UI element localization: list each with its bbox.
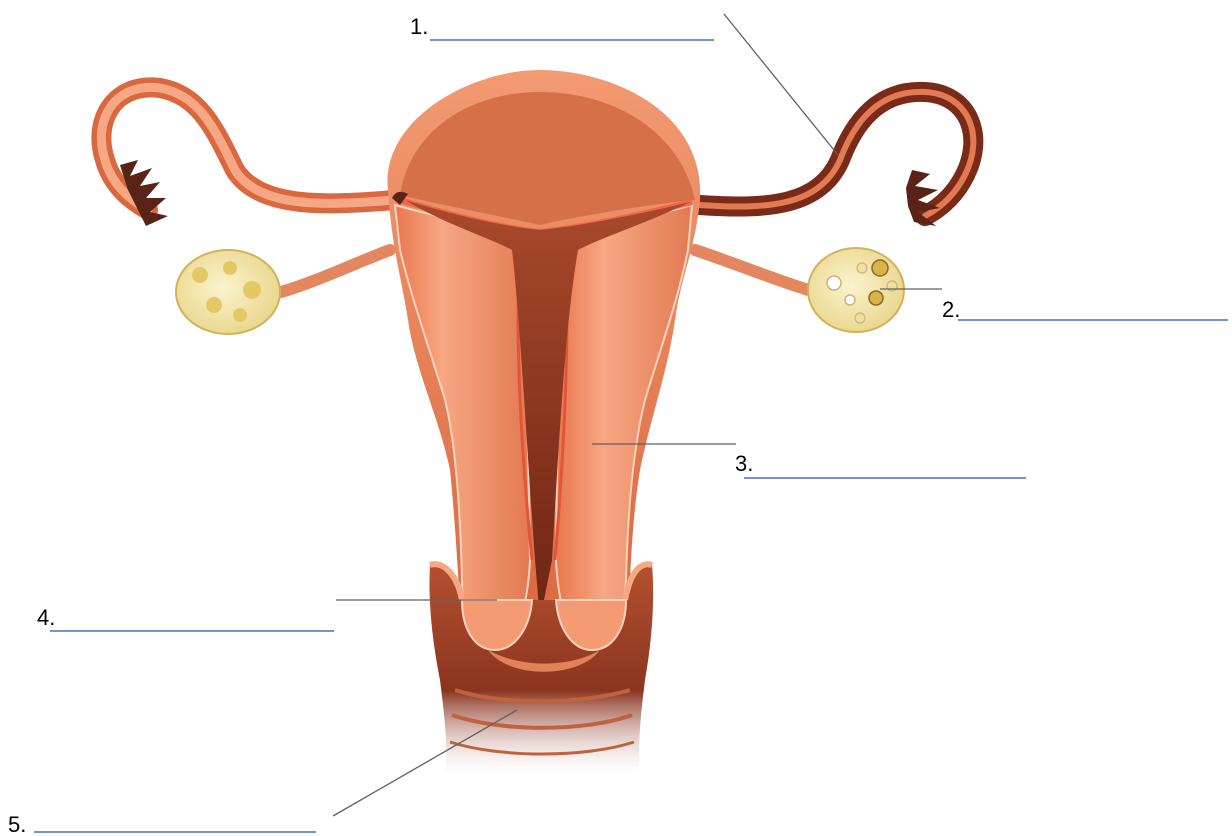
blank-2-number: 2. <box>942 297 960 322</box>
leader-line-1 <box>724 14 838 155</box>
left-ovarian-ligament <box>270 250 390 295</box>
blank-1: 1. <box>410 14 714 40</box>
blank-3-number: 3. <box>735 451 753 476</box>
blank-3: 3. <box>735 451 1026 478</box>
blank-5-number: 5. <box>8 812 26 836</box>
blank-2: 2. <box>942 297 1228 322</box>
left-ovary <box>176 250 280 334</box>
blank-4-number: 4. <box>37 605 55 630</box>
blank-1-number: 1. <box>410 14 428 39</box>
blank-5: 5. <box>8 812 316 836</box>
uterus <box>388 70 701 645</box>
blank-4: 4. <box>37 605 334 631</box>
right-ovary <box>808 248 904 332</box>
right-ovarian-ligament <box>695 250 815 292</box>
